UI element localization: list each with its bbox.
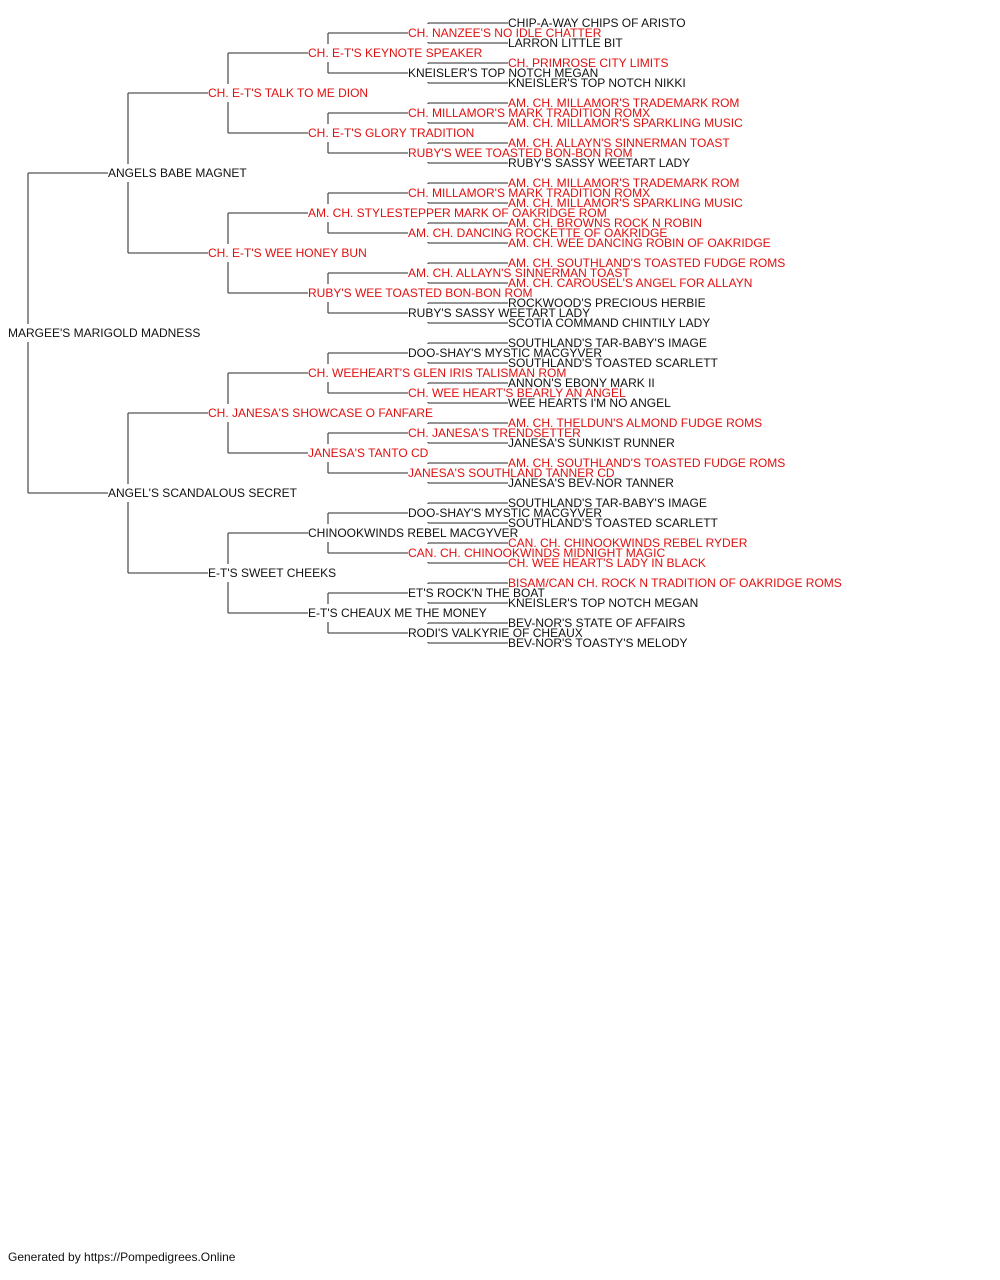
grandparent-sire-name: CH. E-T'S TALK TO ME DION (208, 86, 369, 100)
undefined-dam-name: JANESA'S BEV-NOR TANNER (508, 476, 674, 490)
undefined-sire-name: BEV-NOR'S STATE OF AFFAIRS (508, 616, 686, 630)
parent-sire-name: ANGELS BABE MAGNET (108, 166, 247, 180)
undefined-dam-name: BEV-NOR'S TOASTY'S MELODY (508, 636, 688, 650)
great-great-grandparent-sire-name: CH. MILLAMOR'S MARK TRADITION ROMX (408, 106, 651, 120)
great-grandparent-sire-name: CHINOOKWINDS REBEL MACGYVER (308, 526, 519, 540)
undefined-sire-name: AM. CH. ALLAYN'S SINNERMAN TOAST (508, 136, 730, 150)
undefined-sire-name: AM. CH. MILLAMOR'S TRADEMARK ROM (508, 176, 740, 190)
great-great-grandparent-sire-name: ET'S ROCK'N THE BOAT (408, 586, 545, 600)
undefined-dam-name: JANESA'S SUNKIST RUNNER (508, 436, 675, 450)
great-grandparent-sire-name: AM. CH. STYLESTEPPER MARK OF OAKRIDGE RO… (308, 206, 607, 220)
undefined-dam-name: SOUTHLAND'S TOASTED SCARLETT (508, 516, 718, 530)
undefined-sire-name: ANNON'S EBONY MARK II (508, 376, 655, 390)
great-great-grandparent-sire-name: CH. MILLAMOR'S MARK TRADITION ROMX (408, 186, 651, 200)
great-grandparent-sire-name: CH. WEEHEART'S GLEN IRIS TALISMAN ROM (308, 366, 567, 380)
great-great-grandparent-dam-name: JANESA'S SOUTHLAND TANNER CD (408, 466, 615, 480)
undefined-sire-name: SOUTHLAND'S TAR-BABY'S IMAGE (508, 336, 707, 350)
great-great-grandparent-dam-name: RUBY'S SASSY WEETART LADY (408, 306, 591, 320)
great-great-grandparent-sire-name: CH. NANZEE'S NO IDLE CHATTER (408, 26, 602, 40)
undefined-dam-name: AM. CH. CAROUSEL'S ANGEL FOR ALLAYN (508, 276, 753, 290)
great-great-grandparent-dam-name: AM. CH. DANCING ROCKETTE OF OAKRIDGE (408, 226, 668, 240)
undefined-sire-name: SOUTHLAND'S TAR-BABY'S IMAGE (508, 496, 707, 510)
undefined-sire-name: AM. CH. MILLAMOR'S TRADEMARK ROM (508, 96, 740, 110)
great-grandparent-dam-name: CH. E-T'S GLORY TRADITION (308, 126, 475, 140)
grandparent-dam-name: CH. E-T'S WEE HONEY BUN (208, 246, 367, 260)
undefined-dam-name: AM. CH. MILLAMOR'S SPARKLING MUSIC (508, 196, 743, 210)
undefined-dam-name: CH. WEE HEART'S LADY IN BLACK (508, 556, 706, 570)
undefined-sire-name: CH. PRIMROSE CITY LIMITS (508, 56, 669, 70)
great-grandparent-sire-name: CH. E-T'S KEYNOTE SPEAKER (308, 46, 483, 60)
undefined-sire-name: BISAM/CAN CH. ROCK N TRADITION OF OAKRID… (508, 576, 842, 590)
undefined-sire-name: AM. CH. SOUTHLAND'S TOASTED FUDGE ROMS (508, 256, 786, 270)
great-grandparent-dam-name: E-T'S CHEAUX ME THE MONEY (308, 606, 487, 620)
great-grandparent-dam-name: JANESA'S TANTO CD (308, 446, 429, 460)
great-great-grandparent-dam-name: KNEISLER'S TOP NOTCH MEGAN (408, 66, 599, 80)
great-great-grandparent-dam-name: RODI'S VALKYRIE OF CHEAUX (408, 626, 583, 640)
great-great-grandparent-dam-name: CAN. CH. CHINOOKWINDS MIDNIGHT MAGIC (408, 546, 666, 560)
great-great-grandparent-sire-name: AM. CH. ALLAYN'S SINNERMAN TOAST (408, 266, 630, 280)
undefined-dam-name: SOUTHLAND'S TOASTED SCARLETT (508, 356, 718, 370)
undefined-dam-name: WEE HEARTS I'M NO ANGEL (508, 396, 671, 410)
footer-credit: Generated by https://Pompedigrees.Online (8, 1250, 236, 1264)
great-great-grandparent-sire-name: DOO-SHAY'S MYSTIC MACGYVER (408, 506, 603, 520)
grandparent-sire-name: CH. JANESA'S SHOWCASE O FANFARE (208, 406, 433, 420)
undefined-sire-name: AM. CH. BROWNS ROCK N ROBIN (508, 216, 703, 230)
parent-dam-name: ANGEL'S SCANDALOUS SECRET (108, 486, 298, 500)
undefined-dam-name: RUBY'S SASSY WEETART LADY (508, 156, 691, 170)
undefined-dam-name: SCOTIA COMMAND CHINTILY LADY (508, 316, 711, 330)
great-grandparent-dam-name: RUBY'S WEE TOASTED BON-BON ROM (308, 286, 533, 300)
great-great-grandparent-sire-name: CH. JANESA'S TRENDSETTER (408, 426, 581, 440)
great-great-grandparent-sire-name: DOO-SHAY'S MYSTIC MACGYVER (408, 346, 603, 360)
great-great-grandparent-dam-name: CH. WEE HEART'S BEARLY AN ANGEL (408, 386, 626, 400)
subject-name: MARGEE'S MARIGOLD MADNESS (8, 326, 201, 340)
undefined-dam-name: KNEISLER'S TOP NOTCH MEGAN (508, 596, 699, 610)
undefined-sire-name: CHIP-A-WAY CHIPS OF ARISTO (508, 16, 686, 30)
undefined-sire-name: AM. CH. THELDUN'S ALMOND FUDGE ROMS (508, 416, 763, 430)
undefined-dam-name: AM. CH. WEE DANCING ROBIN OF OAKRIDGE (508, 236, 771, 250)
grandparent-dam-name: E-T'S SWEET CHEEKS (208, 566, 337, 580)
great-great-grandparent-dam-name: RUBY'S WEE TOASTED BON-BON ROM (408, 146, 633, 160)
undefined-sire-name: AM. CH. SOUTHLAND'S TOASTED FUDGE ROMS (508, 456, 786, 470)
undefined-sire-name: CAN. CH. CHINOOKWINDS REBEL RYDER (508, 536, 748, 550)
undefined-dam-name: KNEISLER'S TOP NOTCH NIKKI (508, 76, 686, 90)
undefined-dam-name: LARRON LITTLE BIT (508, 36, 623, 50)
undefined-sire-name: ROCKWOOD'S PRECIOUS HERBIE (508, 296, 706, 310)
undefined-dam-name: AM. CH. MILLAMOR'S SPARKLING MUSIC (508, 116, 743, 130)
